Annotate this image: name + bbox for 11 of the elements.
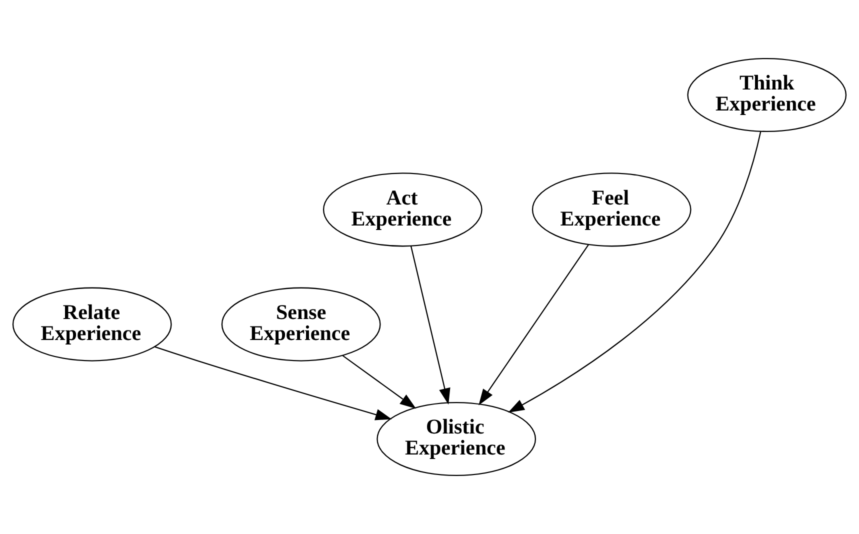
node-ellipse: Relate Experience (12, 287, 172, 362)
arrow (478, 244, 589, 406)
node-ellipse: Act Experience (322, 172, 482, 247)
node-ellipse: Sense Experience (221, 287, 381, 362)
node-ellipse: Olistic Experience (376, 402, 536, 476)
node-ellipse: Think Experience (687, 58, 847, 132)
arrow (410, 246, 450, 405)
arrow (342, 355, 416, 409)
arrow (508, 131, 762, 413)
node-ellipse: Feel Experience (532, 172, 692, 247)
arrow (154, 346, 392, 420)
